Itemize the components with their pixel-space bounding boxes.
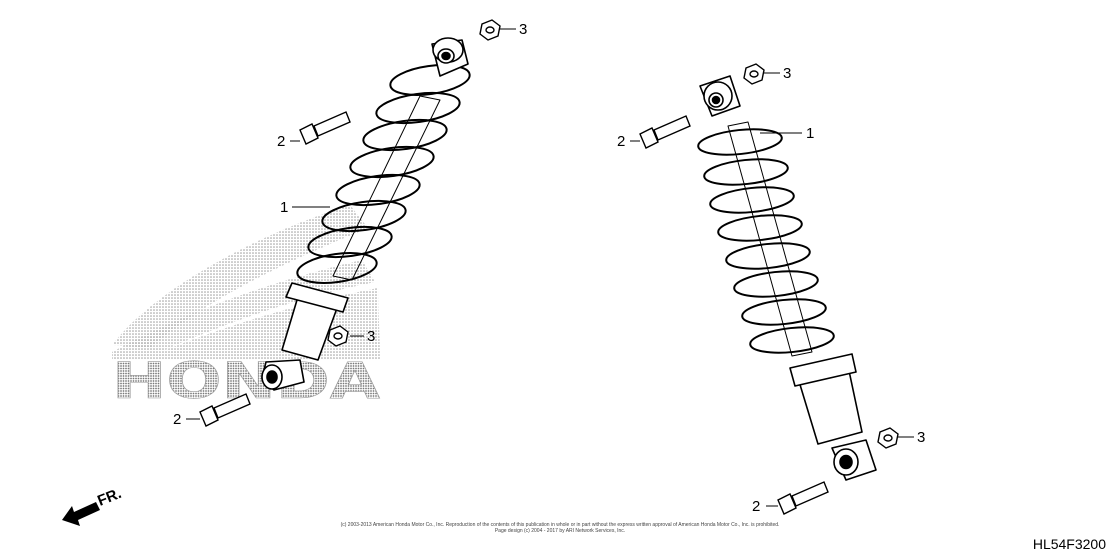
- shock-absorber-right: [697, 75, 877, 481]
- front-direction-arrow: FR.: [62, 485, 124, 526]
- callout-2-upper-right: 2: [617, 133, 625, 150]
- front-direction-label: FR.: [95, 485, 124, 510]
- flange-nut-upper-right: [743, 63, 765, 85]
- flange-bolt-upper-right: [639, 115, 691, 149]
- diagram-code: HL54F3200: [1032, 536, 1106, 552]
- flange-bolt-upper-left: [299, 111, 351, 145]
- flange-bolt-lower-left: [199, 393, 251, 427]
- callout-2-lower-left: 2: [173, 411, 181, 428]
- callout-3-upper-left: 3: [519, 21, 527, 38]
- copyright-line-2: Page design (c) 2004 - 2017 by ARI Netwo…: [494, 528, 626, 534]
- honda-watermark-text: HONDA: [112, 352, 380, 410]
- flange-bolt-lower-right: [777, 481, 829, 515]
- copyright-line-1: (c) 2003-2013 American Honda Motor Co., …: [340, 522, 780, 528]
- callout-3-upper-right: 3: [783, 65, 791, 82]
- flange-nut-upper-left: [479, 19, 501, 41]
- callout-1-left: 1: [280, 199, 288, 216]
- callout-3-middle-left: 3: [367, 328, 375, 345]
- callout-2-upper-left: 2: [277, 133, 285, 150]
- leader-lines: [186, 28, 914, 507]
- callout-2-lower-right: 2: [752, 498, 760, 515]
- shock-absorber-left: [261, 37, 471, 391]
- flange-nut-middle-left: [327, 325, 349, 347]
- flange-nut-lower-right: [877, 427, 899, 449]
- callout-1-right: 1: [806, 125, 814, 142]
- callout-3-lower-right: 3: [917, 429, 925, 446]
